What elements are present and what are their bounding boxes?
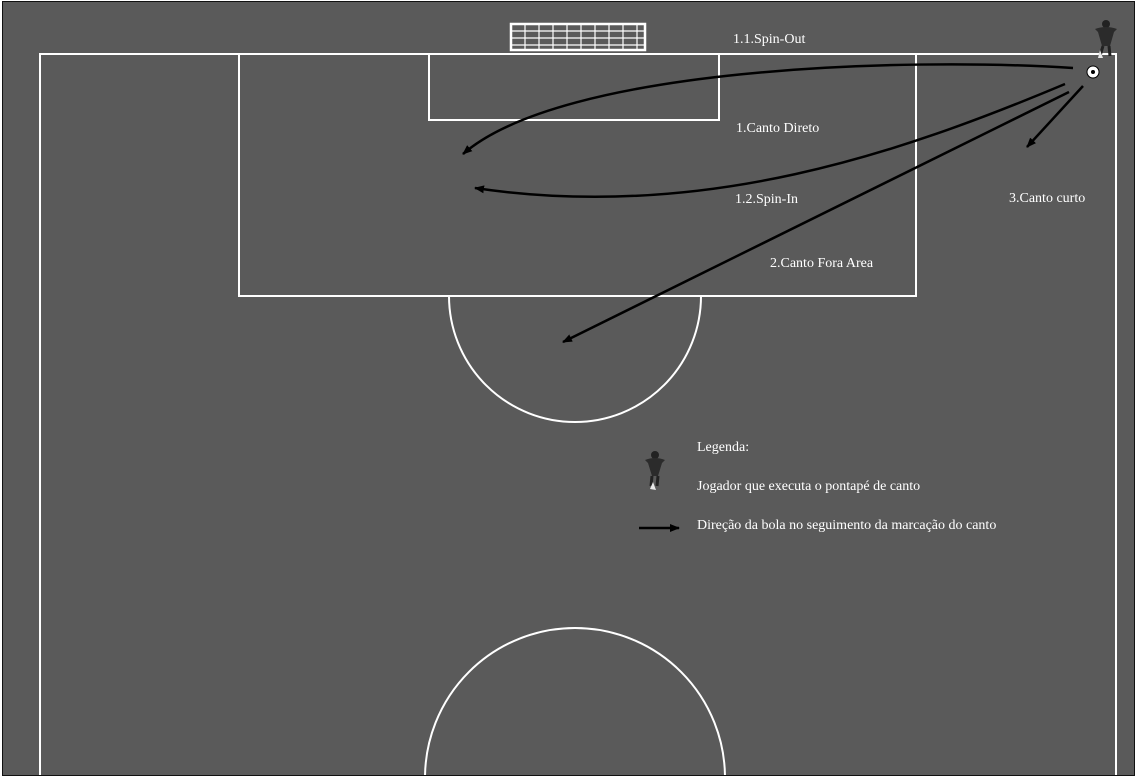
legend-title: Legenda: [697,440,749,456]
goal-net-icon [511,24,645,50]
ball-icon [1087,66,1099,78]
arrow-spin-out [463,64,1073,154]
touchline-outline [40,54,1116,776]
label-spin-in: 1.2.Spin-In [735,192,798,208]
player-icon [1095,20,1117,58]
arrow-spin-in [475,84,1065,197]
label-canto-curto: 3.Canto curto [1009,191,1085,207]
legend-arrow-desc: Direção da bola no seguimento da marcaçã… [697,518,996,534]
label-canto-fora-area: 2.Canto Fora Area [770,256,873,272]
field-markings [40,54,1116,776]
penalty-arc [449,296,701,422]
label-spin-out: 1.1.Spin-Out [733,32,805,48]
legend-player-desc: Jogador que executa o pontapé de canto [697,479,920,495]
goal-area [429,54,719,120]
field-svg [3,2,1135,776]
legend-player-icon [645,451,665,490]
center-circle [425,628,725,776]
label-canto-direto: 1.Canto Direto [736,121,819,137]
